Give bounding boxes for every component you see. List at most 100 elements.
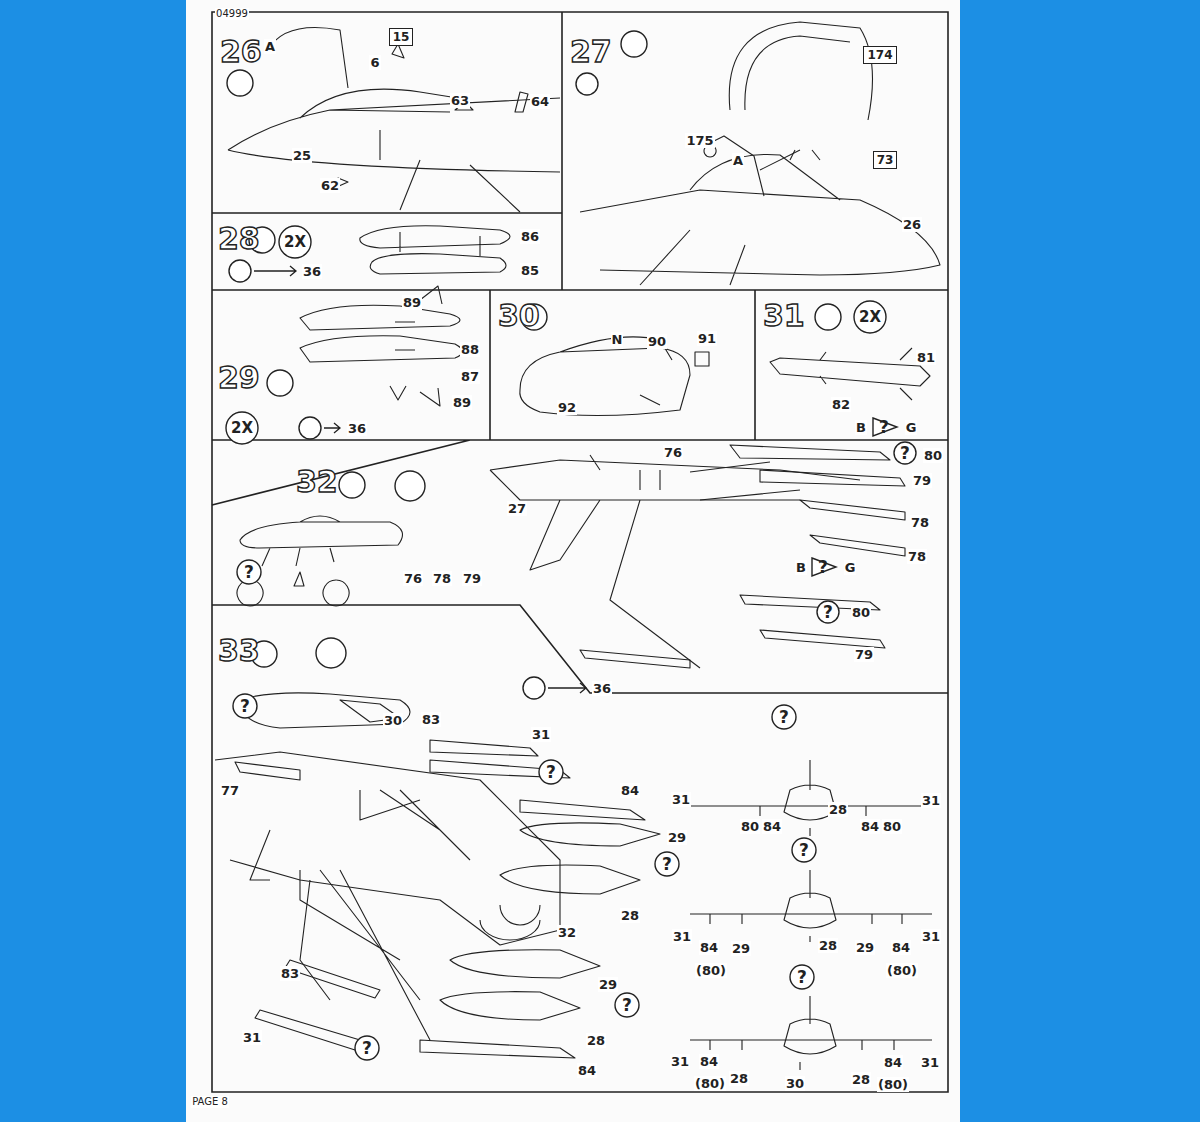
part-number: 73 — [877, 153, 894, 167]
callout-number: 80 — [851, 605, 871, 620]
callout-number: 25 — [292, 148, 312, 163]
callout-number: 30 — [383, 713, 403, 728]
callout-number: 84 — [699, 940, 719, 955]
callout-number: 2X — [230, 421, 254, 436]
callout-number: 31 — [920, 1055, 940, 1070]
query-mark: ? — [899, 444, 911, 462]
callout-number: 78 — [907, 549, 927, 564]
callout-number: 36 — [347, 421, 367, 436]
callout-number: 29 — [731, 941, 751, 956]
step-panel: 30 — [490, 290, 755, 440]
callout-number: 28 — [828, 802, 848, 817]
step-number: 29 — [218, 362, 260, 394]
callout-number: A — [732, 153, 744, 168]
callout-number: 26 — [902, 217, 922, 232]
callout-number: 90 — [647, 334, 667, 349]
callout-number: 6 — [369, 55, 380, 70]
query-mark: ? — [822, 603, 834, 621]
callout-number: 175 — [685, 133, 714, 148]
query-mark: ? — [239, 697, 251, 715]
callout-number: 77 — [220, 783, 240, 798]
panel-frames — [212, 12, 948, 1092]
page-note: 04999 — [215, 8, 249, 20]
callout-number: 29 — [598, 977, 618, 992]
callout-number: (80) — [886, 963, 918, 978]
callout-number: 81 — [916, 350, 936, 365]
callout-number: 76 — [403, 571, 423, 586]
callout-number: 86 — [520, 229, 540, 244]
callout-number: 83 — [421, 712, 441, 727]
paper-sheet — [186, 0, 960, 1122]
callout-number: G — [905, 420, 918, 435]
callout-number: 88 — [460, 342, 480, 357]
callout-number: 29 — [667, 830, 687, 845]
callout-number: 84 — [699, 1054, 719, 1069]
callout-number: 89 — [452, 395, 472, 410]
callout-number: 36 — [592, 681, 612, 696]
callout-number: (80) — [877, 1077, 909, 1092]
callout-number: 28 — [620, 908, 640, 923]
callout-number: 83 — [280, 966, 300, 981]
callout-number: 30 — [785, 1076, 805, 1091]
callout-number: 31 — [921, 793, 941, 808]
callout-number: 84 — [762, 819, 782, 834]
step-number: 27 — [570, 36, 612, 68]
callout-number: 76 — [663, 445, 683, 460]
query-mark: ? — [817, 558, 829, 576]
step-number: 32 — [296, 466, 338, 498]
callout-number: 28 — [586, 1033, 606, 1048]
callout-number: 78 — [432, 571, 452, 586]
callout-number: 80 — [923, 448, 943, 463]
arrows — [254, 266, 586, 693]
step-number: 31 — [763, 300, 805, 332]
step-panel: 31 — [755, 290, 948, 440]
callout-number: 80 — [882, 819, 902, 834]
callout-number: B — [795, 560, 807, 575]
callout-number: 84 — [891, 940, 911, 955]
callout-number: 2X — [283, 235, 307, 250]
callout-number: N — [611, 332, 624, 347]
callout-number: 36 — [302, 264, 322, 279]
callout-number: (80) — [694, 1076, 726, 1091]
callout-number: 31 — [671, 792, 691, 807]
callout-number: 28 — [818, 938, 838, 953]
callout-number: 91 — [697, 331, 717, 346]
callout-number: 79 — [462, 571, 482, 586]
callout-number: 85 — [520, 263, 540, 278]
callout-number: (80) — [695, 963, 727, 978]
callout-number: 92 — [557, 400, 577, 415]
step-panel: 27 174 73 — [562, 12, 948, 290]
callout-number: 79 — [854, 647, 874, 662]
callout-number: 82 — [831, 397, 851, 412]
part-number: 174 — [867, 48, 892, 62]
part-number-box: 174 — [863, 46, 896, 64]
step-number: 26 — [220, 36, 262, 68]
query-mark: ? — [878, 418, 890, 436]
step-panel: 28 — [212, 213, 562, 290]
part-number-box: 73 — [873, 151, 898, 169]
callout-number: 78 — [910, 515, 930, 530]
callout-number: 2X — [858, 310, 882, 325]
step-panel: 33 — [212, 605, 948, 1092]
query-mark: ? — [796, 968, 808, 986]
query-mark: ? — [545, 763, 557, 781]
callout-number: 31 — [672, 929, 692, 944]
query-mark: ? — [621, 996, 633, 1014]
callout-number: 27 — [507, 501, 527, 516]
callout-number: 84 — [577, 1063, 597, 1078]
callout-number: 28 — [729, 1071, 749, 1086]
part-number-box: 15 — [389, 28, 414, 46]
callout-number: 31 — [921, 929, 941, 944]
callout-number: A — [264, 39, 276, 54]
callout-number: 64 — [530, 94, 550, 109]
callout-number: 89 — [402, 295, 422, 310]
callout-number: 84 — [860, 819, 880, 834]
query-mark: ? — [798, 841, 810, 859]
step-panel: 32 — [212, 440, 948, 693]
step-number: 33 — [218, 635, 260, 667]
callout-number: 32 — [557, 925, 577, 940]
page-note: PAGE 8 — [191, 1096, 229, 1108]
query-mark: ? — [361, 1039, 373, 1057]
symbol-circles — [226, 31, 916, 1060]
